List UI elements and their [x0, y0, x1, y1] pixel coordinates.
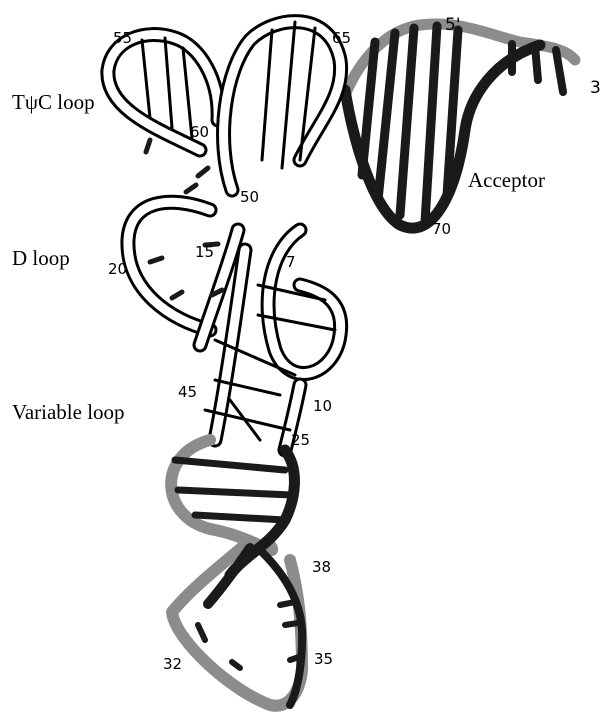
position-55: 55	[113, 31, 132, 46]
position-70: 70	[432, 222, 451, 237]
position-38: 38	[312, 560, 331, 575]
acceptor-stem	[345, 24, 575, 228]
anticodon-loop	[172, 545, 302, 706]
position-45: 45	[178, 385, 197, 400]
d-loop-label: D loop	[12, 248, 70, 269]
acceptor-label: Acceptor	[468, 170, 545, 191]
acceptor-rungs	[362, 26, 458, 222]
position-25: 25	[291, 433, 310, 448]
position-60: 60	[190, 125, 209, 140]
position-50: 50	[240, 190, 259, 205]
tpsi-c-loop-label: TψC loop	[12, 92, 95, 113]
five-prime-end-label: 5'	[445, 17, 461, 34]
position-35: 35	[314, 652, 333, 667]
position-15: 15	[195, 245, 214, 260]
position-32: 32	[163, 657, 182, 672]
position-65: 65	[332, 31, 351, 46]
position-20: 20	[108, 262, 127, 277]
d-arm	[128, 202, 238, 345]
variable-loop-label: Variable loop	[12, 402, 125, 423]
position-7: 7	[286, 255, 296, 270]
tpsi-c-arm	[108, 22, 341, 192]
position-10: 10	[313, 399, 332, 414]
three-prime-end-label: 3	[590, 80, 601, 97]
